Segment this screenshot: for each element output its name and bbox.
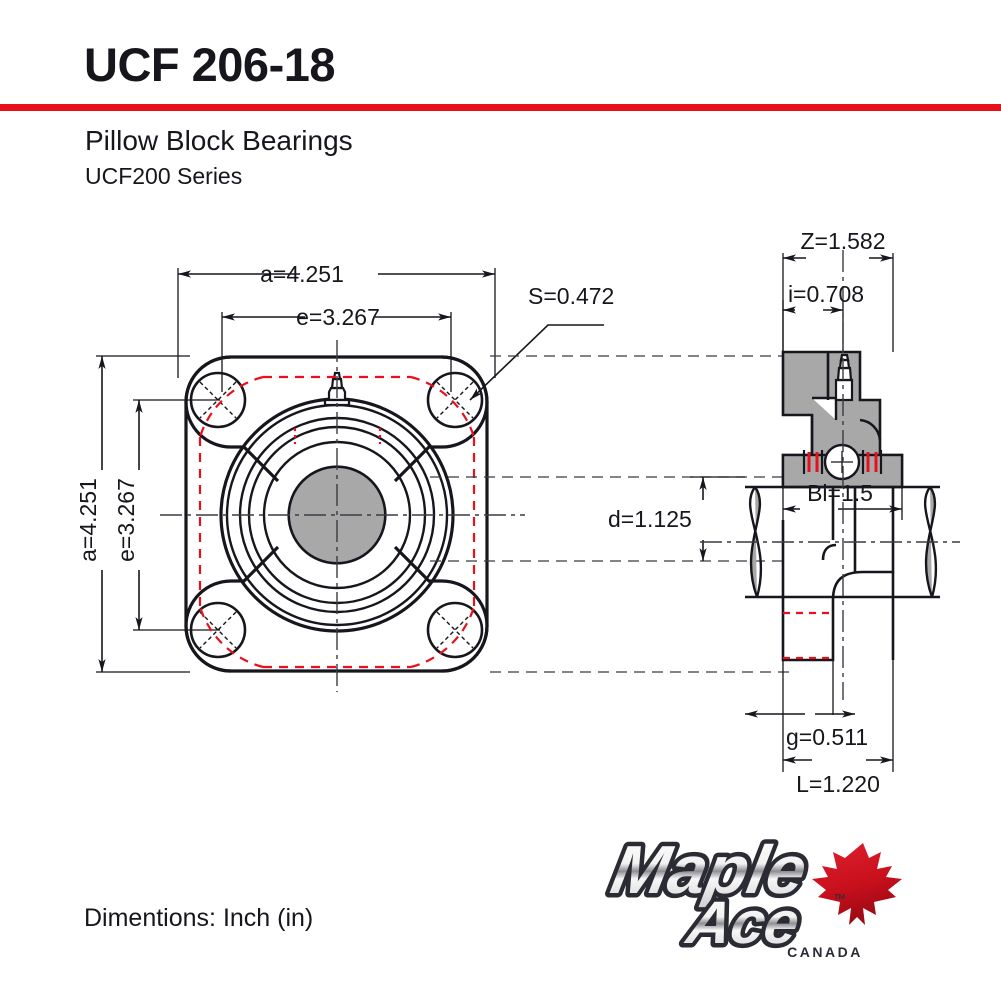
side-hidden-red [783, 611, 833, 660]
product-category: Pillow Block Bearings [85, 125, 353, 156]
front-extension-lines [96, 268, 496, 673]
dimension-label-g: g=0.511 [786, 724, 868, 750]
trademark-symbol: ™ [833, 891, 846, 906]
maple-leaf-icon [812, 843, 902, 925]
bolt-hole-centermarks [199, 381, 474, 649]
logo-country: CANADA [787, 944, 863, 960]
brand-logo: Maple Maple Ace Ace ™ CANADA [601, 833, 902, 960]
dimension-label-d: d=1.125 [608, 506, 692, 532]
hidden-insert-edges-red [293, 428, 382, 444]
dimension-label-l: L=1.220 [796, 771, 880, 797]
bolt-hole-bottom-right [426, 601, 484, 659]
side-base-profile [781, 487, 895, 662]
centerline-front [160, 340, 525, 692]
dimension-label-bi: Bi=1.5 [807, 480, 873, 506]
dimension-label-i: i=0.708 [788, 281, 864, 307]
dimension-label-s: S=0.472 [528, 283, 614, 309]
svg-text:Maple: Maple [605, 833, 813, 908]
side-housing-profile [826, 352, 882, 441]
bearing-seal-red [807, 452, 878, 472]
grease-fitting-side [834, 353, 854, 402]
gl-extension-lines [782, 660, 894, 772]
dimension-label-a-horizontal: a=4.251 [260, 261, 344, 287]
flange-lobe-tangents [184, 355, 489, 673]
bolt-hole-top-right [426, 371, 484, 429]
side-housing-section [781, 350, 904, 489]
projection-lines [430, 355, 790, 673]
hidden-outline-red [198, 375, 476, 669]
bolt-hole-bottom-left [189, 601, 247, 659]
leader-line-s [469, 324, 604, 401]
logo-wordmark-ace: Ace Ace [676, 884, 810, 960]
dimension-label-z: Z=1.582 [800, 228, 885, 254]
bearing-seal-outline [802, 450, 883, 474]
svg-text:Maple: Maple [605, 833, 813, 908]
header-accent-bar [0, 104, 1001, 111]
dimension-label-a-vertical: a=4.251 [75, 478, 101, 562]
centerline-side [700, 250, 960, 700]
logo-wordmark-maple: Maple Maple [601, 833, 818, 912]
units-note: Dimentions: Inch (in) [84, 904, 314, 932]
dimension-label-e-vertical: e=3.267 [113, 478, 139, 562]
bolt-hole-top-left [189, 371, 247, 429]
dimension-label-e-horizontal: e=3.267 [296, 304, 380, 330]
svg-text:Ace: Ace [680, 889, 805, 956]
svg-text:Ace: Ace [680, 889, 805, 956]
product-series: UCF200 Series [85, 163, 243, 189]
page-title: UCF 206-18 [84, 38, 336, 91]
